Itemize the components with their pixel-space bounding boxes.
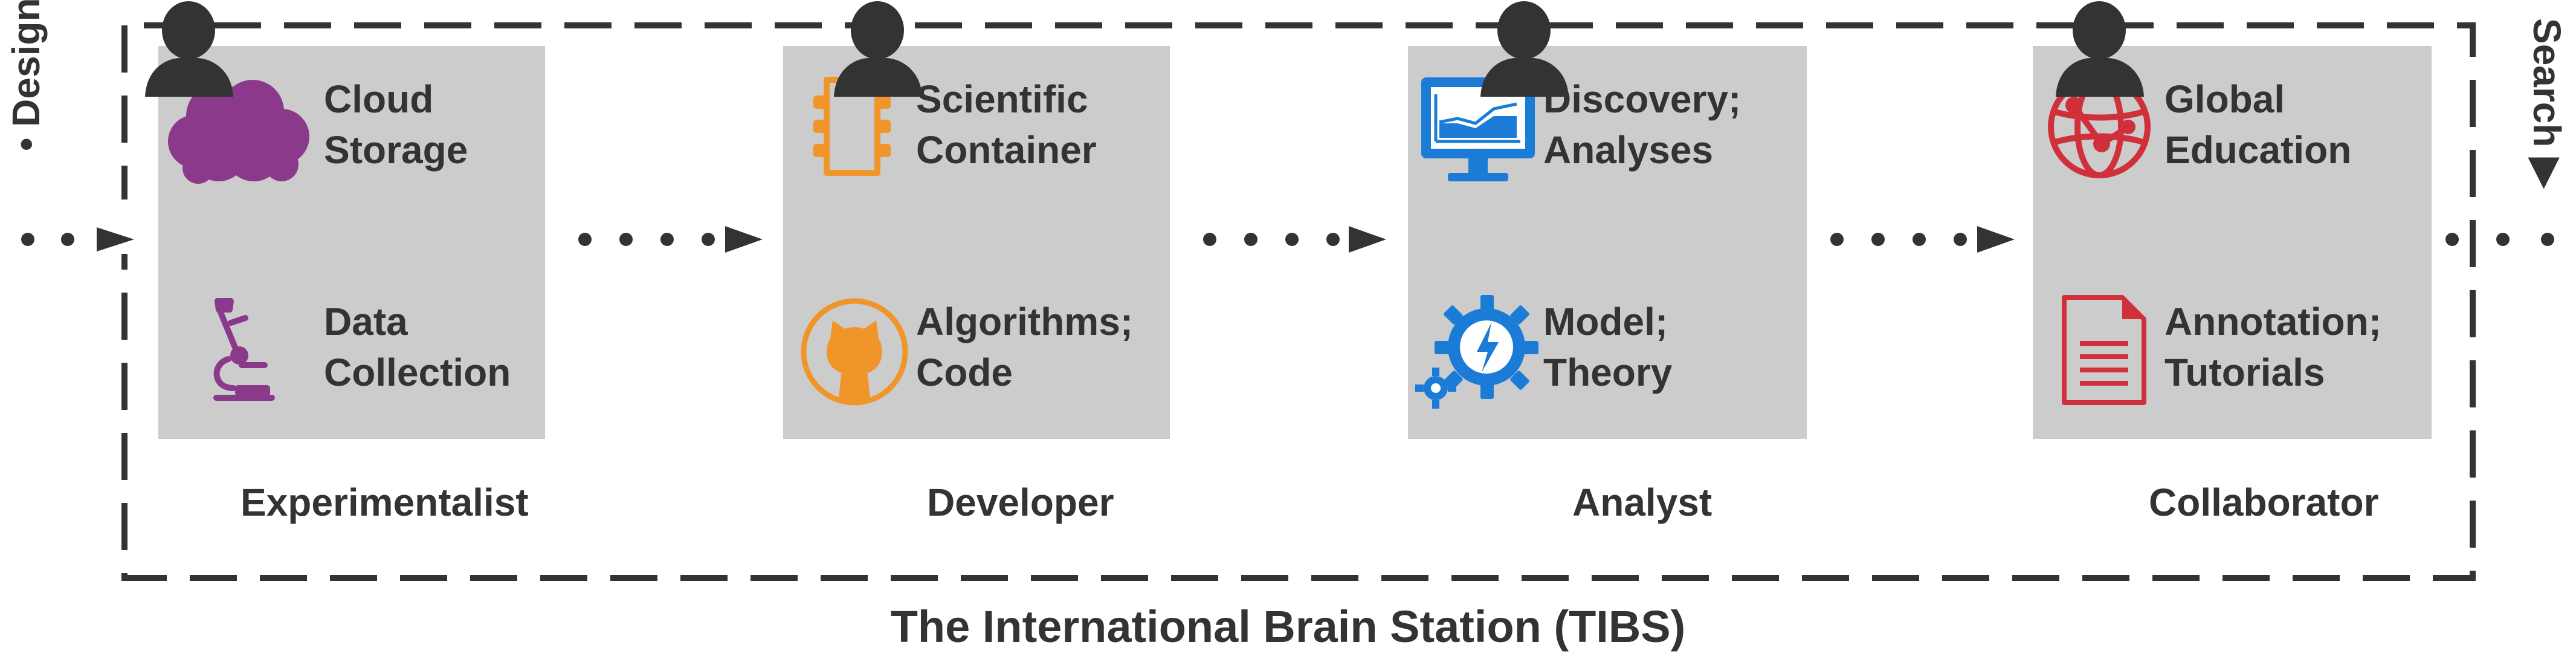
stage-1-top-label: Cloud Storage — [324, 77, 468, 172]
person-icon-experimentalist — [145, 1, 233, 97]
gears-icon — [1415, 295, 1538, 409]
side-label-search: Search ▶ — [2525, 18, 2569, 188]
search-label: Search — [2525, 18, 2569, 148]
exit-dots — [2445, 233, 2554, 246]
diagram-caption: The International Brain Station (TIBS) — [890, 602, 1686, 652]
role-analyst: Analyst — [1572, 481, 1712, 524]
design-label: Design — [4, 0, 48, 127]
role-experimentalist: Experimentalist — [240, 481, 529, 524]
side-label-design: • Design — [4, 0, 48, 151]
dotted-arrow-1-2 — [578, 226, 763, 253]
monitor-chart-icon — [1421, 77, 1535, 181]
person-icon-developer — [834, 1, 922, 97]
entry-dotted-arrow — [21, 227, 134, 251]
arrow-right-icon: ▶ — [2525, 147, 2569, 188]
dashed-frame — [121, 22, 2476, 581]
stage-4-top-label: Global Education — [2164, 77, 2352, 172]
microscope-icon — [213, 298, 275, 401]
document-icon — [2062, 295, 2146, 405]
bullet-dot-icon: • — [4, 126, 48, 151]
dotted-arrow-2-3 — [1203, 226, 1386, 253]
stage-2-top-label: Scientific Container — [916, 77, 1097, 172]
person-icon-collaborator — [2056, 1, 2144, 97]
stage-3-bottom-label: Model; Theory — [1543, 300, 1673, 394]
cloud-icon — [168, 80, 309, 184]
role-collaborator: Collaborator — [2149, 481, 2379, 524]
dotted-arrow-3-4 — [1830, 226, 2015, 253]
stage-3-top-label: Discovery; Analyses — [1543, 77, 1742, 172]
stage-1-bottom-label: Data Collection — [324, 300, 511, 394]
stage-2-bottom-label: Algorithms; Code — [916, 300, 1134, 394]
person-icon-analyst — [1480, 1, 1569, 97]
stage-panel-4 — [2033, 46, 2432, 439]
github-icon — [801, 298, 908, 406]
role-developer: Developer — [927, 481, 1114, 524]
stage-4-bottom-label: Annotation; Tutorials — [2164, 300, 2381, 394]
